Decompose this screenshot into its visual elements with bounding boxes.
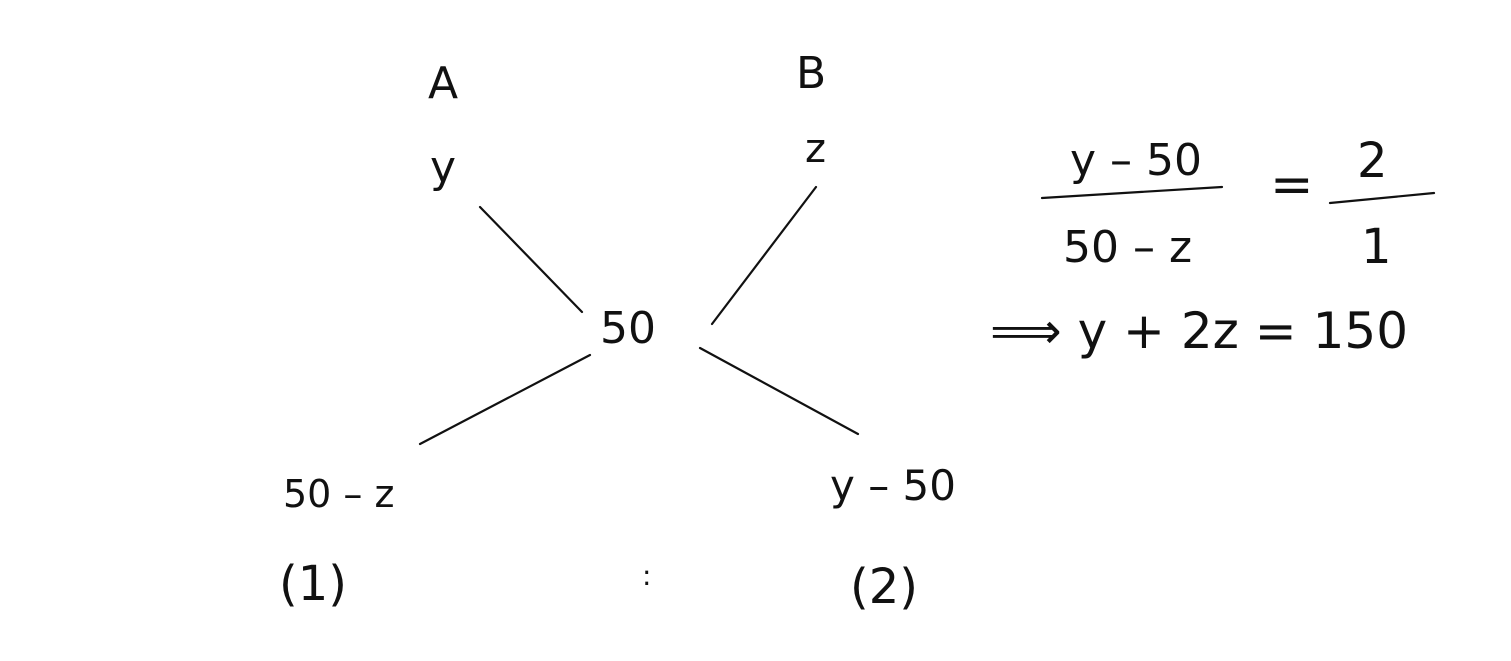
fraction-rhs-numerator: 2 <box>1357 133 1388 189</box>
node-b-value: z <box>805 126 826 172</box>
fraction-bar-left <box>1040 185 1224 200</box>
node-a-value: y <box>430 142 456 193</box>
ratio-separator: : <box>642 559 651 592</box>
center-value: 50 <box>600 303 656 354</box>
fraction-rhs-denominator: 1 <box>1361 219 1392 275</box>
line-a-to-center <box>478 205 584 314</box>
bottom-right-value: y – 50 <box>830 461 956 510</box>
node-a-label: A <box>428 58 458 109</box>
line-b-to-center <box>710 185 818 326</box>
bottom-left-value: 50 – z <box>283 472 394 516</box>
node-b-label: B <box>796 48 826 99</box>
line-center-to-bottom-left <box>418 353 592 446</box>
ratio-right: (2) <box>850 559 918 615</box>
fraction-numerator: y – 50 <box>1070 135 1202 186</box>
fraction-bar-right <box>1328 191 1436 205</box>
line-center-to-bottom-right <box>698 346 860 436</box>
ratio-left: (1) <box>279 556 347 612</box>
result-equation: ⟹ y + 2z = 150 <box>990 302 1408 360</box>
equals-sign: = <box>1270 155 1314 215</box>
fraction-denominator: 50 – z <box>1063 222 1192 273</box>
